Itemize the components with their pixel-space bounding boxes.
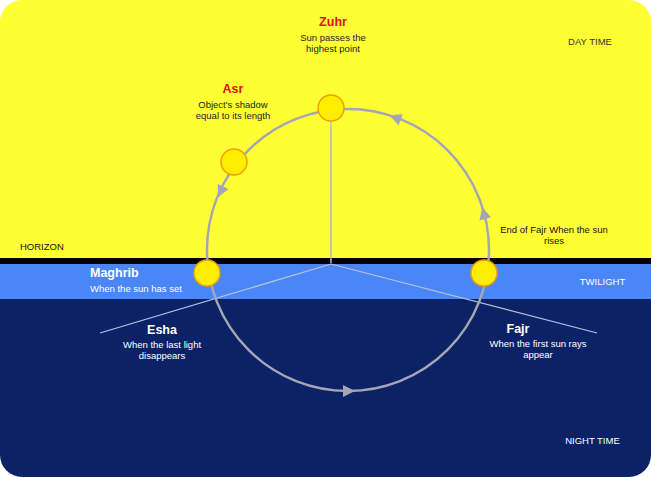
prayer-name: Asr <box>203 82 263 97</box>
prayer-note: When the last light disappears <box>120 339 204 362</box>
prayer-note: When the first sun rays appear <box>488 338 588 361</box>
prayer-name: Zuhr <box>303 15 363 30</box>
prayer-name: Esha <box>132 323 192 338</box>
prayer-note: Object's shadow equal to its length <box>187 99 279 122</box>
horizon-label: HORIZON <box>20 241 110 252</box>
band-label: DAY TIME <box>540 36 640 47</box>
dawn-line <box>331 264 597 333</box>
zenith-line <box>330 121 332 263</box>
prayer-note: Sun passes the highest point <box>290 32 376 55</box>
moon-symbols <box>208 334 482 372</box>
prayer-note: End of Fajr When the sun rises <box>499 224 609 247</box>
twilight-ground <box>0 264 651 299</box>
path-arrows <box>213 110 491 397</box>
prayer-name: Maghrib <box>90 266 190 281</box>
prayer-note: When the sun has set <box>90 283 195 294</box>
band-label: TWILIGHT <box>560 276 645 287</box>
horizon-line <box>0 258 651 264</box>
sun-path <box>207 109 489 391</box>
day-ground <box>0 0 651 259</box>
prayer-name: Fajr <box>493 322 543 337</box>
sun-symbols <box>194 95 497 286</box>
band-label: NIGHT TIME <box>545 435 640 446</box>
time-band: NIGHT TIME <box>0 299 651 477</box>
